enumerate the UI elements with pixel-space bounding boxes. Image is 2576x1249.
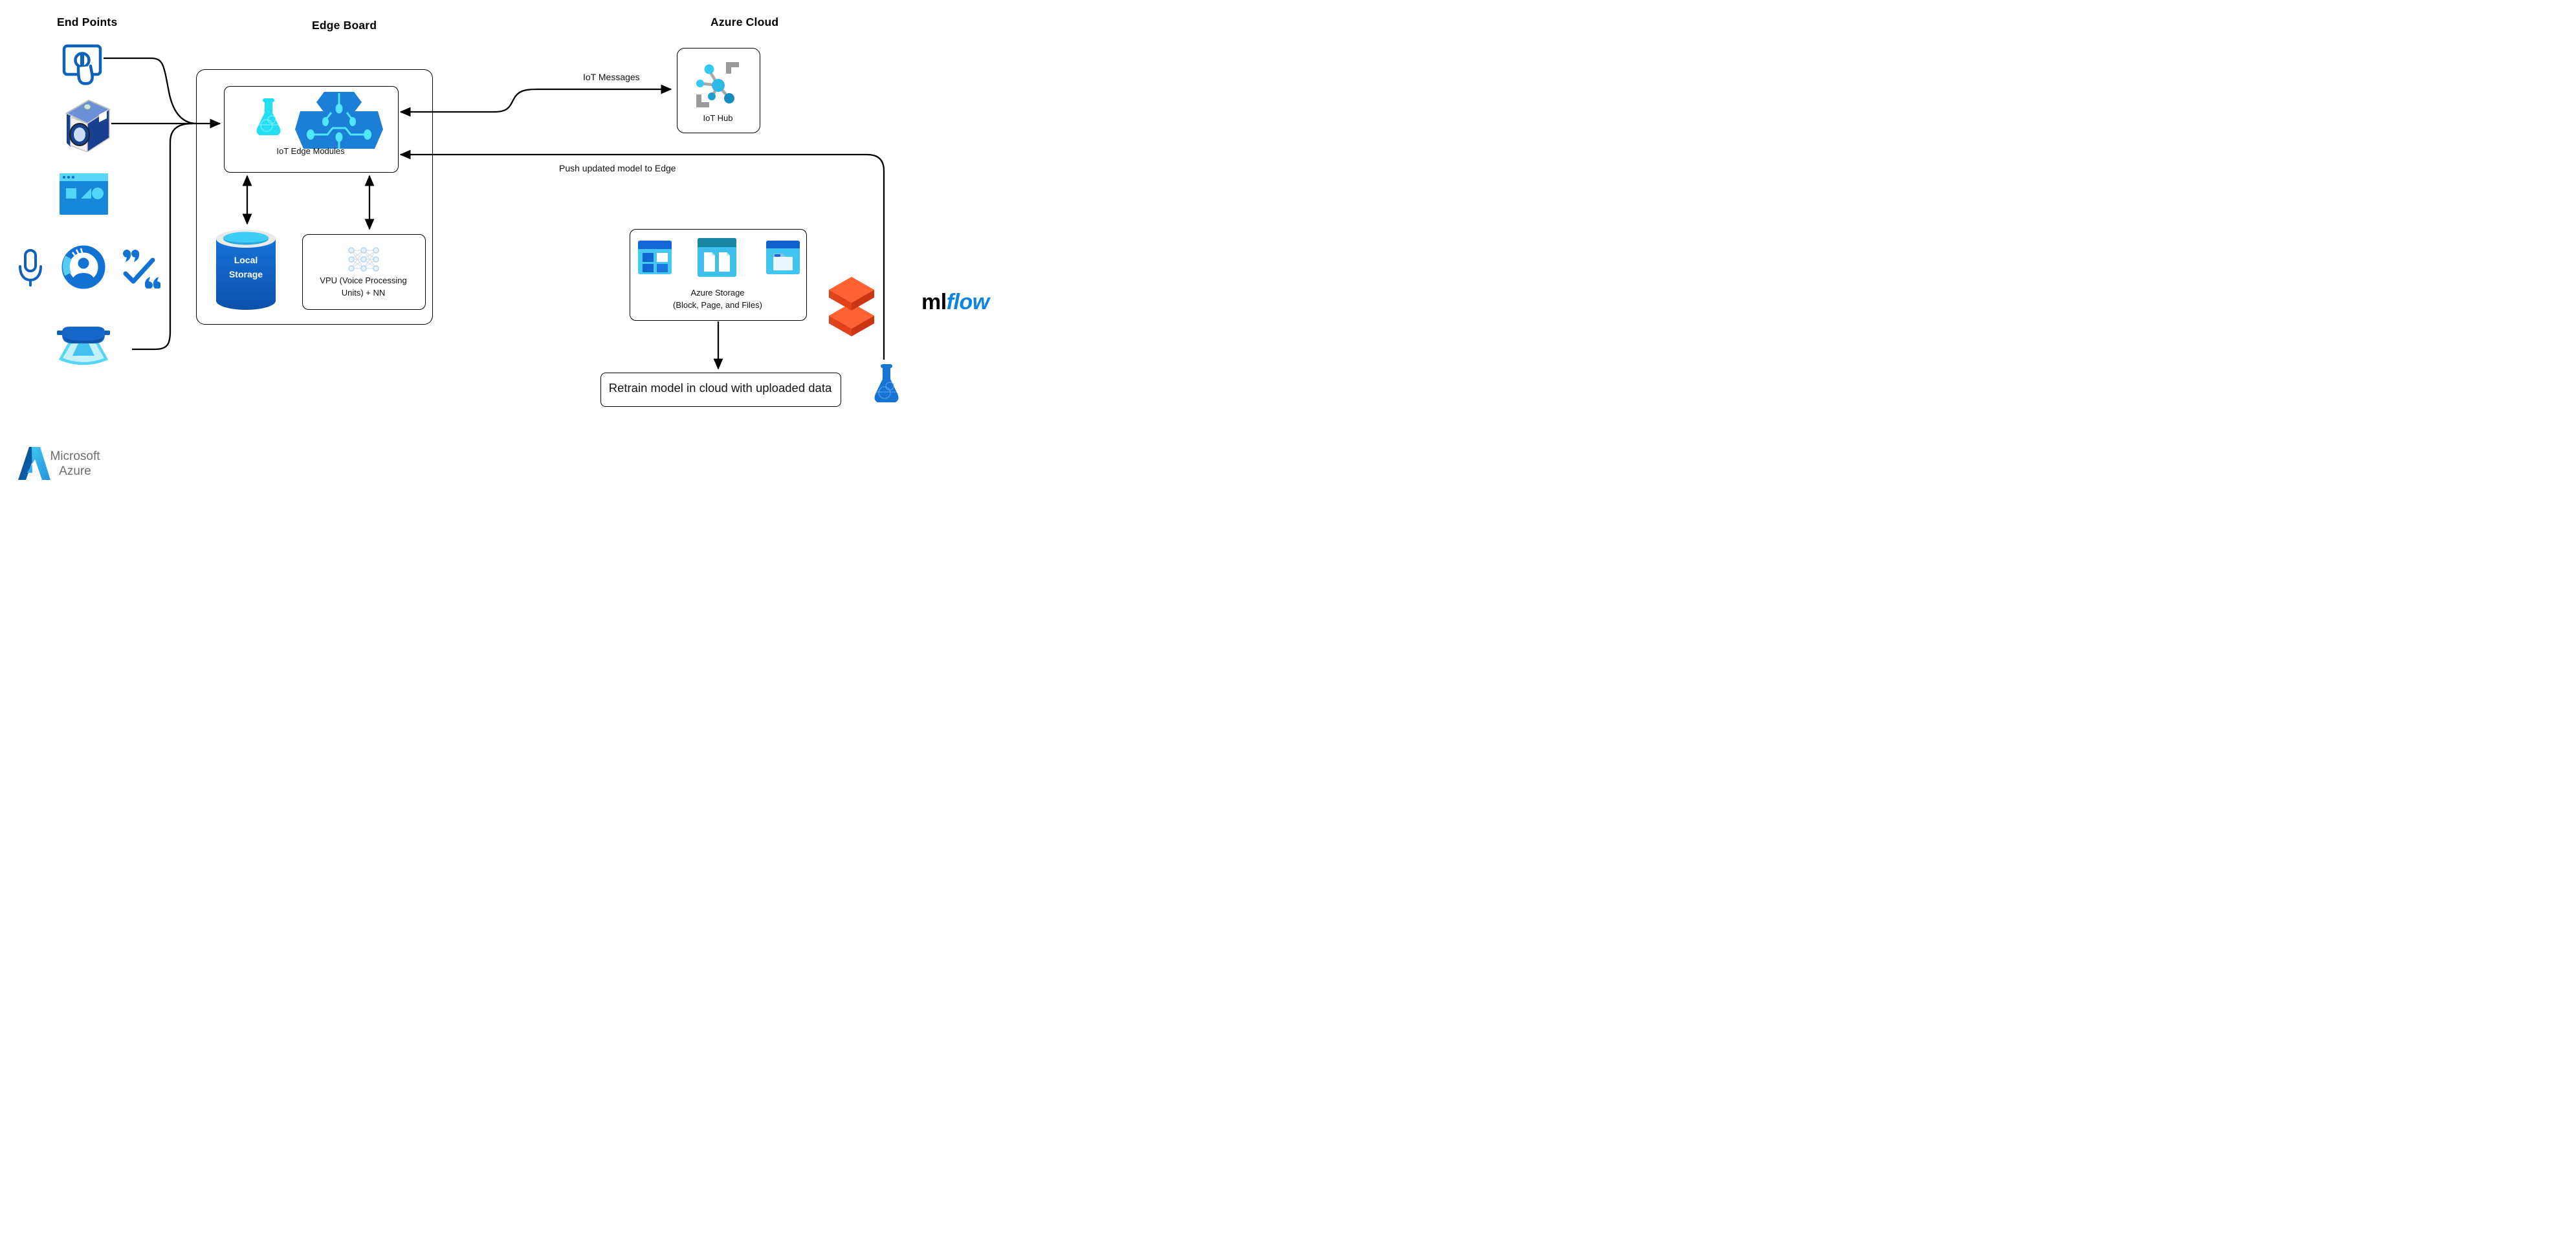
iot-hub-network-icon (696, 62, 739, 107)
mlflow-flask-icon (874, 364, 899, 402)
quote-check-icon (123, 250, 160, 288)
web-app-icon (60, 173, 108, 215)
iot-edge-chip-icon (295, 92, 383, 149)
hololens-icon (57, 327, 110, 365)
microsoft-azure-wordmark: Microsoft Azure (49, 449, 101, 479)
diagram-canvas: End Points Edge Board Azure Cloud Io (0, 0, 1015, 492)
azure-logo-icon (18, 447, 50, 480)
microsoft-text: Microsoft (50, 450, 100, 463)
files-icon (766, 241, 800, 274)
retrain-box (600, 373, 841, 407)
iot-edge-modules-label: IoT Edge Modules (276, 146, 345, 156)
blob-page-icon (698, 238, 736, 277)
local-storage-label: Local Storage (228, 255, 263, 279)
azure-cloud-title: Azure Cloud (710, 16, 779, 28)
touchscreen-icon (62, 44, 102, 85)
iot-messages-label: IoT Messages (583, 72, 640, 82)
push-model-label: Push updated model to Edge (559, 163, 676, 173)
iot-messages-arrow (399, 84, 672, 117)
azure-text: Azure (59, 464, 91, 479)
retrain-label: Retrain model in cloud with uploaded dat… (608, 381, 832, 395)
end-points-title: End Points (57, 16, 118, 28)
edge-board-title: Edge Board (312, 19, 377, 32)
mlflow-flow-text: flow (946, 290, 989, 314)
blob-block-icon (638, 241, 672, 274)
microphone-icon (19, 249, 42, 287)
iot-hub-label: IoT Hub (703, 113, 733, 123)
connector-wires (104, 57, 885, 370)
profile-ring-icon (61, 245, 105, 289)
touch-to-edge-wire (104, 57, 197, 125)
storage-cylinder-icon (216, 230, 276, 310)
databricks-icon (829, 277, 874, 336)
flask-cyan-icon (256, 98, 281, 135)
mlflow-logo: mlflow (921, 290, 989, 315)
mlflow-ml-text: ml (921, 290, 947, 314)
hololens-to-edge-wire (132, 122, 193, 351)
neural-network-icon (348, 247, 379, 272)
vpu-label: VPU (Voice Processing Units) + NN (320, 276, 407, 298)
azure-storage-label: Azure Storage (Block, Page, and Files) (672, 288, 762, 310)
camera-icon (65, 99, 111, 152)
